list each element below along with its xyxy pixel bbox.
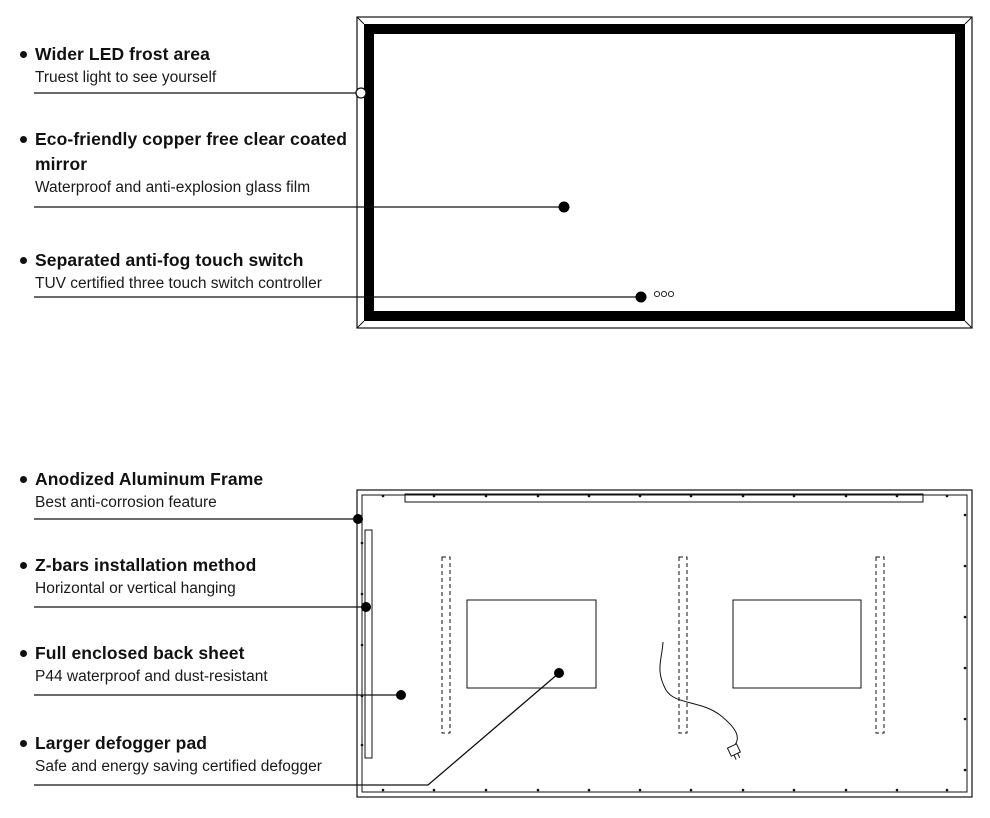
touch-switch-icon (653, 290, 675, 298)
feature-subtitle: Horizontal or vertical hanging (35, 580, 236, 597)
feature-back-sheet: Full enclosed back sheet P44 waterproof … (20, 641, 268, 688)
aluminum-frame (356, 489, 973, 798)
feature-title-line2: mirror (35, 154, 88, 174)
defogger-pad (732, 599, 862, 689)
feature-subtitle: TUV certified three touch switch control… (35, 275, 322, 292)
feature-aluminum-frame: Anodized Aluminum Frame Best anti-corros… (20, 467, 263, 514)
feature-subtitle: Safe and energy saving certified defogge… (35, 758, 322, 775)
bullet-icon (20, 51, 27, 58)
feature-subtitle: Truest light to see yourself (35, 69, 217, 86)
front-leaders (34, 87, 647, 303)
leader-dot (361, 602, 371, 612)
leader-dot (635, 291, 647, 303)
bullet-icon (20, 740, 27, 747)
z-bar (441, 556, 451, 734)
leader-dot (396, 690, 406, 700)
defogger-pad (466, 599, 597, 689)
leader-dot (353, 514, 363, 524)
feature-touch-switch: Separated anti-fog touch switch TUV cert… (20, 248, 322, 295)
feature-title: Z-bars installation method (35, 555, 257, 575)
power-plug-icon (726, 743, 741, 760)
bullet-icon (20, 650, 27, 657)
front-outer-edge (356, 16, 973, 329)
feature-defogger-pad: Larger defogger pad Safe and energy savi… (20, 731, 322, 778)
back-leaders (34, 514, 564, 786)
feature-title: Larger defogger pad (35, 733, 208, 753)
top-rail (404, 493, 924, 503)
bullet-icon (20, 136, 27, 143)
feature-title: Eco-friendly copper free clear coated (35, 129, 348, 149)
feature-z-bars: Z-bars installation method Horizontal or… (20, 553, 256, 600)
mirror-glass (374, 34, 955, 311)
feature-title: Wider LED frost area (35, 44, 210, 64)
front-mirror-view (356, 16, 973, 329)
back-sheet (361, 494, 968, 793)
back-mirror-view (356, 489, 973, 798)
feature-subtitle: Best anti-corrosion feature (35, 494, 217, 511)
feature-title: Anodized Aluminum Frame (35, 469, 264, 489)
leader-dot (355, 87, 367, 99)
leader-dot (558, 201, 570, 213)
feature-led-frost: Wider LED frost area Truest light to see… (20, 42, 216, 89)
feature-subtitle: Waterproof and anti-explosion glass film (35, 179, 311, 196)
feature-title: Full enclosed back sheet (35, 643, 245, 663)
bullet-icon (20, 476, 27, 483)
frame-screws (360, 494, 967, 792)
feature-copper-free-mirror: Eco-friendly copper free clear coated mir… (20, 127, 347, 199)
bullet-icon (20, 257, 27, 264)
feature-title: Separated anti-fog touch switch (35, 250, 304, 270)
feature-subtitle: P44 waterproof and dust-resistant (35, 668, 268, 685)
side-z-bar (364, 529, 373, 759)
leader-line (34, 672, 560, 786)
bullet-icon (20, 562, 27, 569)
z-bar (678, 556, 688, 734)
leader-dot (554, 668, 564, 678)
z-bar (875, 556, 885, 734)
power-cable (659, 641, 738, 747)
